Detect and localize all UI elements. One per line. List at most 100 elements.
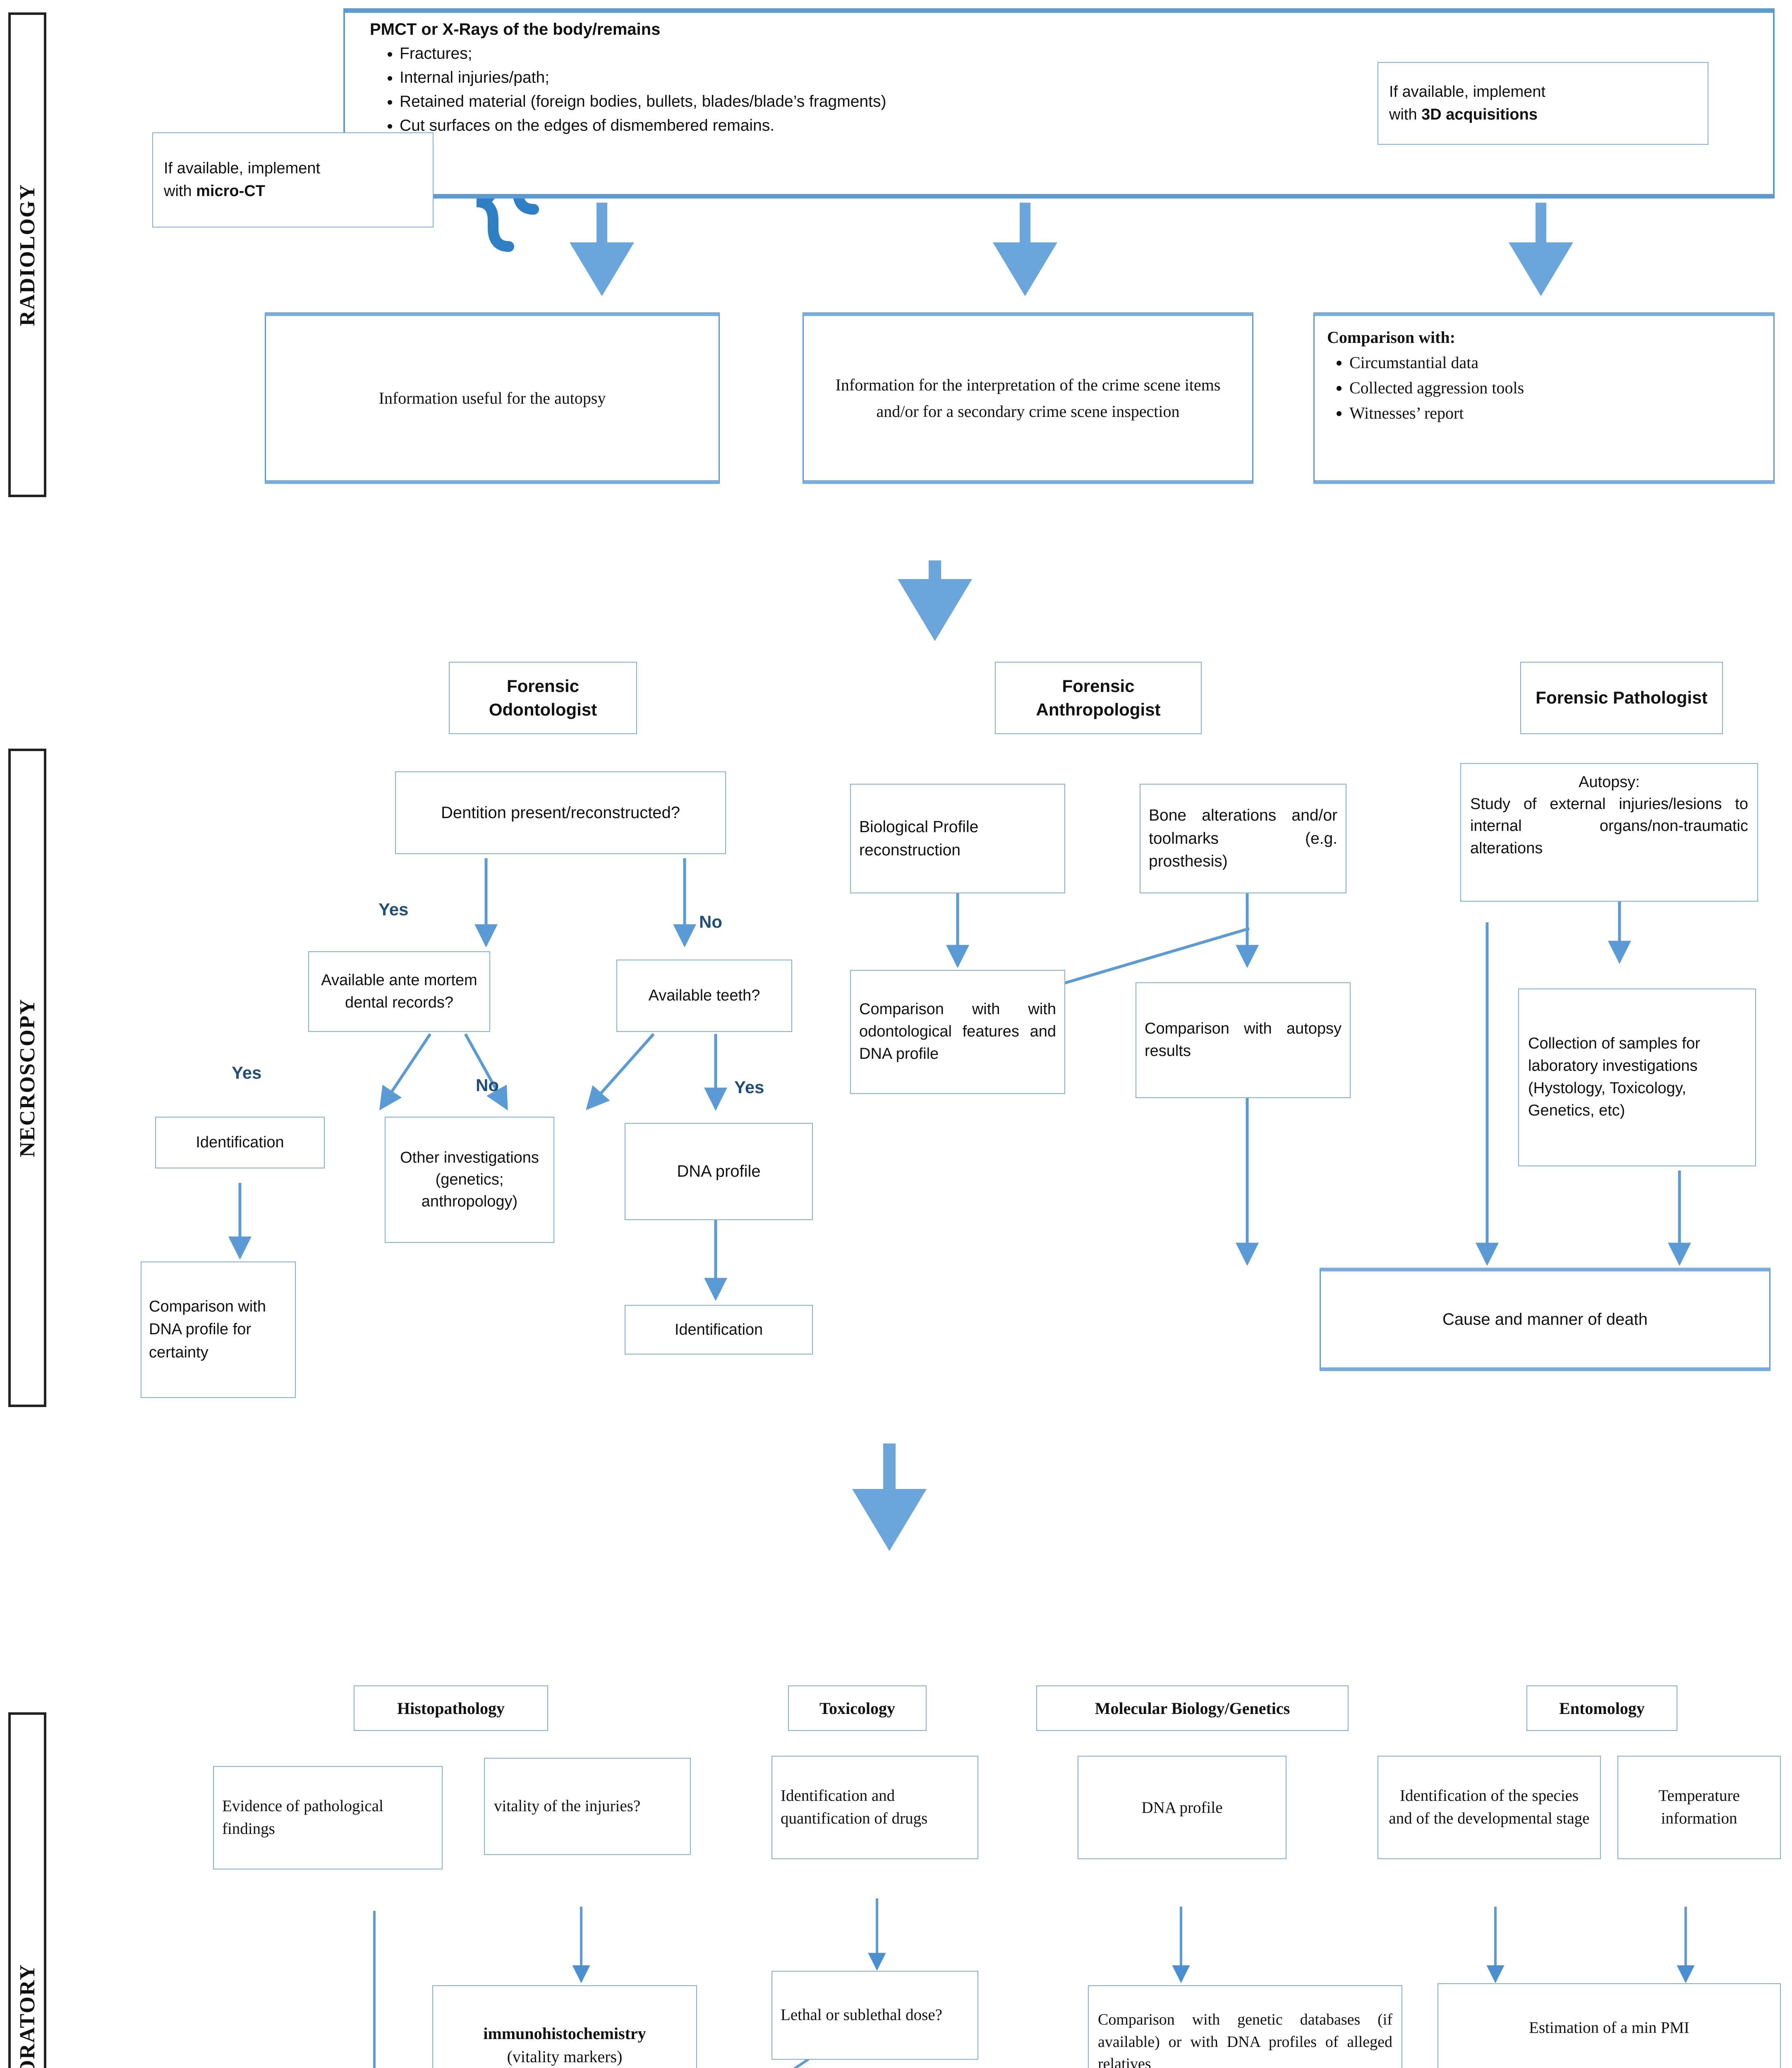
list-item: Internal injuries/path;	[400, 69, 1773, 87]
radiology-output-comparison: Comparison with: Circumstantial data Col…	[1313, 312, 1775, 484]
box-sample-collection: Collection of samples for laboratory inv…	[1518, 989, 1756, 1166]
label-odonto-yes-2: Yes	[232, 1063, 262, 1082]
pmct-bullet-list: Fractures; Internal injuries/path; Retai…	[370, 45, 1773, 135]
list-item: Witnesses’ report	[1349, 403, 1761, 423]
box-comparison-odontological: Comparison with with odontological featu…	[850, 970, 1065, 1094]
header-toxicology: Toxicology	[788, 1685, 927, 1731]
box-evidence-pathological-findings-text: Evidence of pathological findings	[222, 1797, 383, 1838]
box-bone-alterations: Bone alterations and/or toolmarks (e.g. …	[1140, 784, 1346, 893]
box-evidence-pathological-findings: Evidence of pathological findings	[213, 1766, 443, 1869]
header-histopathology-label: Histopathology	[397, 1699, 505, 1718]
header-forensic-odontologist-label: Forensic Odontologist	[489, 676, 597, 719]
pmct-heading: PMCT or X-Rays of the body/remains	[370, 20, 661, 38]
box-other-investigations-odonto-text: Other investigations (genetics; anthropo…	[400, 1149, 539, 1211]
box-comparison-dna-certainty-text: Comparison with DNA profile for certaint…	[149, 1298, 266, 1361]
label-odonto-yes-1: Yes	[379, 900, 409, 919]
box-dental-records-question: Available ante mortem dental records?	[308, 951, 490, 1032]
label-odonto-no-1: No	[699, 912, 722, 931]
header-toxicology-label: Toxicology	[819, 1699, 895, 1718]
acq3d-line1: If available, implement	[1389, 83, 1546, 101]
box-available-teeth-question: Available teeth?	[616, 960, 792, 1032]
box-comparison-genetic-databases-text: Comparison with genetic databases (if av…	[1098, 2011, 1392, 2068]
box-cause-manner-of-death-necroscopy-text: Cause and manner of death	[1442, 1310, 1648, 1328]
box-species-identification-text: Identification of the species and of the…	[1389, 1787, 1590, 1827]
box-autopsy-body: Study of external injuries/lesions to in…	[1470, 795, 1748, 857]
box-immunohistochemistry-subtitle: (vitality markers)	[507, 2047, 623, 2066]
box-biological-profile-text: Biological Profile reconstruction	[859, 818, 979, 859]
acq3d-emphasis: 3D acquisitions	[1421, 106, 1538, 123]
header-molecular-biology-genetics-label: Molecular Biology/Genetics	[1095, 1699, 1290, 1718]
section-label-necroscopy: NECROSCOPY	[15, 998, 39, 1158]
box-min-pmi-estimation-text: Estimation of a min PMI	[1529, 2019, 1689, 2037]
header-forensic-anthropologist-label: Forensic Anthropologist	[1036, 676, 1161, 719]
box-dentition-question: Dentition present/reconstructed?	[395, 771, 726, 854]
box-identification-quantification-drugs: Identification and quantification of dru…	[771, 1756, 978, 1859]
box-available-teeth-question-text: Available teeth?	[648, 986, 760, 1004]
box-dna-profile-odonto: DNA profile	[625, 1123, 813, 1220]
box-vitality-injuries-question-text: vitality of the injuries?	[494, 1797, 641, 1815]
box-identification-odonto-text: Identification	[196, 1134, 284, 1151]
list-item: Collected aggression tools	[1349, 378, 1761, 397]
box-vitality-injuries-question: vitality of the injuries?	[484, 1758, 691, 1855]
box-other-investigations-odonto: Other investigations (genetics; anthropo…	[385, 1117, 554, 1243]
section-label-laboratory: LABORATORY	[15, 1963, 39, 2068]
box-species-identification: Identification of the species and of the…	[1378, 1756, 1601, 1859]
box-temperature-information-text: Temperature information	[1658, 1787, 1740, 1827]
micro-ct-emphasis: micro-CT	[196, 182, 265, 200]
box-autopsy-study: Autopsy: Study of external injuries/lesi…	[1460, 763, 1758, 902]
section-rail-necroscopy: NECROSCOPY	[8, 749, 46, 1407]
box-dental-records-question-text: Available ante mortem dental records?	[321, 972, 477, 1011]
box-comparison-dna-certainty: Comparison with DNA profile for certaint…	[141, 1261, 296, 1398]
box-comparison-genetic-databases: Comparison with genetic databases (if av…	[1088, 1985, 1402, 2068]
header-forensic-pathologist-label: Forensic Pathologist	[1536, 688, 1708, 708]
box-dna-profile-odonto-text: DNA profile	[677, 1162, 761, 1180]
box-comparison-autopsy-results-text: Comparison with autopsy results	[1145, 1020, 1342, 1060]
header-histopathology: Histopathology	[354, 1685, 548, 1731]
micro-ct-line1: If available, implement	[164, 159, 321, 177]
radiology-comparison-list: Circumstantial data Collected aggression…	[1327, 353, 1761, 423]
micro-ct-line2-prefix: with	[164, 182, 196, 200]
box-temperature-information: Temperature information	[1617, 1756, 1781, 1859]
list-item: Cut surfaces on the edges of dismembered…	[400, 117, 1773, 135]
header-forensic-pathologist: Forensic Pathologist	[1520, 662, 1723, 734]
box-identification-dna: Identification	[625, 1305, 813, 1355]
box-lethal-sublethal-question-text: Lethal or sublethal dose?	[781, 2006, 942, 2024]
box-dna-profile-genetics-text: DNA profile	[1141, 1798, 1223, 1817]
box-autopsy-heading: Autopsy:	[1579, 773, 1640, 791]
box-identification-odonto: Identification	[155, 1117, 325, 1168]
section-label-radiology: RADIOLOGY	[15, 183, 39, 326]
radiology-output-autopsy-text: Information useful for the autopsy	[379, 388, 606, 407]
header-forensic-odontologist: Forensic Odontologist	[449, 662, 637, 734]
box-comparison-autopsy-results: Comparison with autopsy results	[1136, 982, 1351, 1098]
micro-ct-box: If available, implement with micro-CT	[152, 132, 434, 227]
list-item: Fractures;	[400, 45, 1773, 63]
radiology-output-crimescene-text: Information for the interpretation of th…	[835, 375, 1221, 421]
section-rail-laboratory: LABORATORY	[8, 1712, 46, 2068]
label-odonto-yes-3: Yes	[734, 1077, 764, 1097]
box-lethal-sublethal-question: Lethal or sublethal dose?	[771, 1971, 978, 2060]
box-immunohistochemistry: immunohistochemistry (vitality markers)	[432, 1985, 697, 2068]
radiology-comparison-heading: Comparison with:	[1327, 328, 1456, 347]
header-entomology-label: Entomology	[1559, 1699, 1645, 1718]
box-identification-quantification-drugs-text: Identification and quantification of dru…	[781, 1787, 928, 1827]
radiology-output-crimescene: Information for the interpretation of th…	[803, 312, 1253, 484]
header-molecular-biology-genetics: Molecular Biology/Genetics	[1036, 1685, 1349, 1731]
box-bone-alterations-text: Bone alterations and/or toolmarks (e.g. …	[1149, 807, 1337, 871]
box-biological-profile: Biological Profile reconstruction	[850, 784, 1065, 893]
box-min-pmi-estimation: Estimation of a min PMI	[1437, 1983, 1781, 2068]
header-forensic-anthropologist: Forensic Anthropologist	[995, 662, 1202, 734]
header-entomology: Entomology	[1526, 1685, 1677, 1731]
acq3d-line2-prefix: with	[1389, 106, 1422, 123]
label-odonto-no-2: No	[476, 1075, 499, 1095]
list-item: Circumstantial data	[1349, 353, 1761, 372]
section-rail-radiology: RADIOLOGY	[8, 12, 46, 497]
box-identification-dna-text: Identification	[674, 1321, 763, 1338]
box-immunohistochemistry-title: immunohistochemistry	[483, 2024, 646, 2043]
acquisitions-3d-box: If available, implement with 3D acquisit…	[1378, 62, 1708, 145]
list-item: Retained material (foreign bodies, bulle…	[400, 93, 1773, 111]
box-cause-manner-of-death-necroscopy: Cause and manner of death	[1320, 1268, 1770, 1371]
box-dna-profile-genetics: DNA profile	[1078, 1756, 1287, 1859]
box-sample-collection-text: Collection of samples for laboratory inv…	[1528, 1035, 1701, 1119]
box-dentition-question-text: Dentition present/reconstructed?	[441, 804, 680, 822]
